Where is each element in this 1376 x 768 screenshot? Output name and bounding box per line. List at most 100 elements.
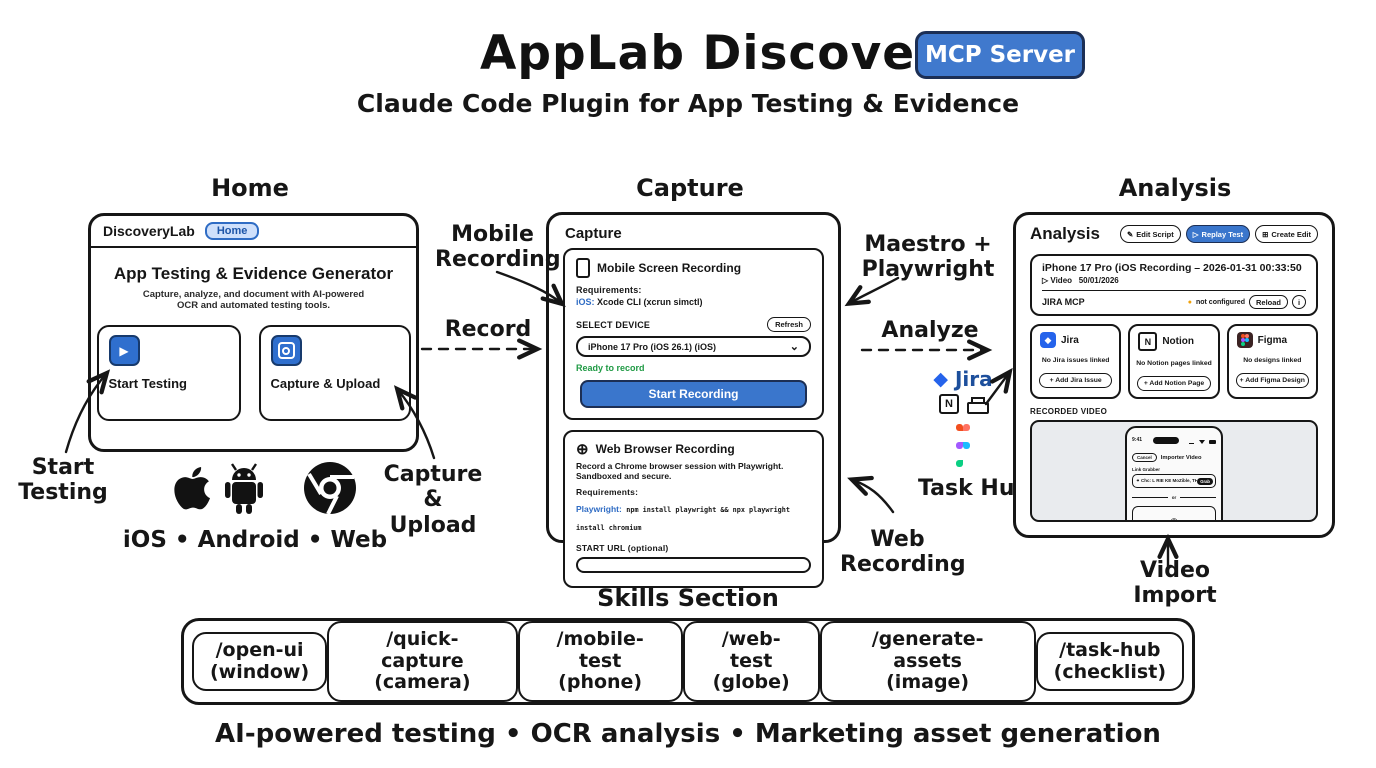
phone-grab-button[interactable]: Grab [1197,477,1213,485]
jira-annotation: Jira [954,367,993,391]
phone-record-box[interactable]: ◉ [1132,506,1216,522]
mobile-recording-card: Mobile Screen Recording Requirements: iO… [563,248,824,420]
play-icon: ▶ [108,335,140,366]
home-nav-badge[interactable]: Home [204,222,260,240]
section-label-home: Home [211,174,289,202]
select-device-label: SELECT DEVICE [576,319,651,330]
capture-title: Capture [565,225,622,242]
capture-panel: Capture Mobile Screen Recording Requirem… [546,212,841,588]
ios-requirement: Xcode CLI (xcrun simctl) [597,297,703,307]
analysis-panel: Analysis ✎ Edit Script ▷ Replay Test ⊞ C… [1013,212,1335,538]
web-recording-title: Web Browser Recording [595,442,735,456]
phone-link-input[interactable]: ⚭ Chc: L RIE KE MoZible, TH… Grab [1132,474,1216,488]
skill-open-ui: /open-ui(window) [192,631,328,692]
mcp-server-badge: MCP Server [915,31,1085,79]
start-url-input[interactable] [576,557,811,573]
skill-web-test: /web-test(globe) [682,620,820,703]
jira-card-icon: ◆ [1040,332,1056,348]
phone-link-value: Chc: L RIE KE MoZible, TH… [1141,478,1198,483]
start-testing-card[interactable]: ▶ Start Testing [96,325,241,421]
web-recording-arrow [847,475,895,514]
skill-generate-assets: /generate-assets(image) [819,620,1036,703]
mobile-recording-annotation: Mobile Recording [435,222,561,273]
skill-quick-capture: /quick-capture(camera) [327,620,518,703]
skills-section-label: Skills Section [597,584,779,612]
phone-or-divider: or [1132,495,1216,500]
globe-icon: ⊕ [576,441,589,458]
jira-mcp-label: JIRA MCP [1042,297,1085,307]
refresh-button[interactable]: Refresh [767,317,811,332]
jira-status: No Jira issues linked [1041,357,1110,364]
video-import-annotation: Video Import [1133,558,1217,609]
skill-task-hub: /task-hub(checklist) [1035,631,1184,692]
platforms-label: iOS • Android • Web [122,527,388,553]
home-subtitle: Capture, analyze, and document with AI-p… [142,289,365,311]
add-notion-page-button[interactable]: + Add Notion Page [1137,376,1211,391]
recording-meta-date: 50/01/2026 [1078,276,1119,285]
chrome-icon [304,462,356,515]
start-url-label: START URL (optional) [576,543,669,553]
meta-play-icon: ▷ [1042,276,1049,285]
web-recording-annotation: Web Recording [840,527,966,578]
capture-upload-label: Capture & Upload [270,376,381,391]
web-requirements-label: Requirements: [576,487,639,497]
maestro-annotation: Maestro + Playwright [861,232,995,283]
figma-card-icon [1236,332,1253,348]
playwright-label: Playwright: [576,504,622,514]
task-hub-annotation: Task Hub [918,476,1031,501]
home-app-name: DiscoveryLab [103,223,195,239]
integrations-row: ◆ Jira No Jira issues linked + Add Jira … [1030,324,1318,399]
edit-script-button[interactable]: ✎ Edit Script [1119,225,1181,243]
start-recording-button[interactable]: Start Recording [580,380,807,408]
add-figma-design-button[interactable]: + Add Figma Design [1235,373,1309,388]
create-edit-button[interactable]: ⊞ Create Edit [1255,225,1318,243]
apple-icon [174,467,211,510]
notion-card-icon: N [1138,332,1158,351]
phone-mockup: 9:41 Cancel Importer Video Link Grabber … [1125,426,1223,522]
notion-card: N Notion No Notion pages linked + Add No… [1128,324,1220,399]
record-annotation: Record [444,317,532,342]
phone-notch [1152,436,1179,444]
notion-status: No Notion pages linked [1136,360,1212,367]
phone-cancel-button[interactable]: Cancel [1132,453,1157,462]
status-dot: ● [1187,298,1192,306]
notion-icon: N [939,394,959,414]
android-icon [225,463,263,514]
jira-icon: ◆ [933,369,948,390]
figma-card: Figma No designs linked + Add Figma Desi… [1226,324,1318,399]
figma-icon [918,418,1008,472]
playwright-command: npm install playwright && npx playwright… [576,506,790,532]
device-select-value: iPhone 17 Pro (iOS 26.1) (iOS) [588,341,717,352]
recording-meta-video: Video [1050,276,1073,285]
record-circle-icon: ◉ [1170,515,1178,522]
mobile-recording-title: Mobile Screen Recording [597,261,742,275]
phone-link-label: Link Grabber [1132,467,1161,472]
recording-title: iPhone 17 Pro (iOS Recording – 2026-01-3… [1042,262,1302,274]
recorded-video-area[interactable]: 9:41 Cancel Importer Video Link Grabber … [1030,420,1318,522]
home-title: App Testing & Evidence Generator [113,264,394,283]
phone-time: 9:41 [1132,437,1143,443]
page-subtitle: Claude Code Plugin for App Testing & Evi… [356,89,1020,118]
start-testing-label: Start Testing [108,376,188,391]
add-jira-issue-button[interactable]: + Add Jira Issue [1039,373,1113,388]
battery-icon [1208,440,1216,444]
device-select[interactable]: iPhone 17 Pro (iOS 26.1) (iOS) ⌄ [576,336,811,357]
web-recording-card: ⊕ Web Browser Recording Record a Chrome … [563,430,824,588]
analyze-annotation: Analyze [881,318,979,343]
recorded-video-label: RECORDED VIDEO [1030,407,1108,416]
reload-button[interactable]: Reload [1248,295,1288,309]
home-panel: DiscoveryLab Home App Testing & Evidence… [88,213,419,452]
info-mini-button[interactable]: i [1292,295,1306,309]
recording-info-card: iPhone 17 Pro (iOS Recording – 2026-01-3… [1030,254,1318,316]
wifi-icon [1198,440,1205,444]
phone-icon [576,258,590,278]
phone-status-icons [1189,431,1216,449]
capture-upload-card[interactable]: Capture & Upload [258,325,411,421]
chevron-down-icon: ⌄ [789,341,799,353]
replay-test-button[interactable]: ▷ Replay Test [1185,225,1251,243]
figma-status: No designs linked [1243,357,1302,364]
analysis-title: Analysis [1030,224,1100,243]
edit-icon: ✎ [1126,229,1134,239]
section-label-analysis: Analysis [1118,174,1232,202]
